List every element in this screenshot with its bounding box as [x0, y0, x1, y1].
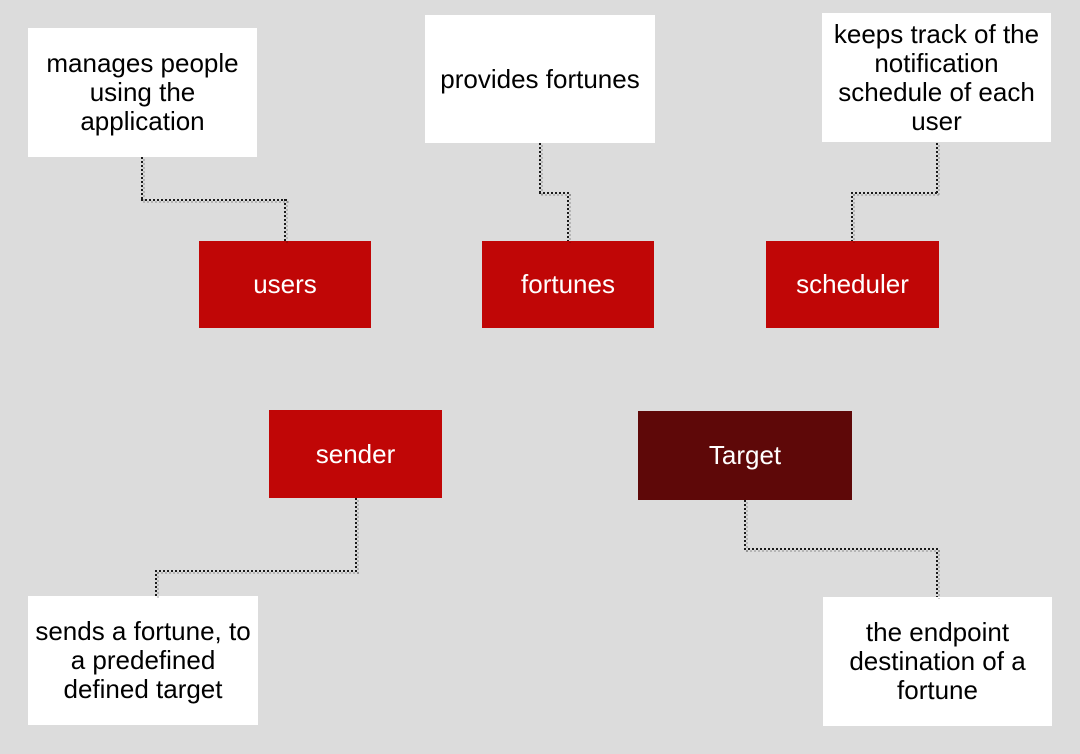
connector-users-segment: [141, 157, 145, 203]
connector-fortunes-segment: [539, 143, 543, 196]
connector-target-segment: [744, 548, 941, 552]
connector-target-segment: [936, 548, 940, 599]
connector-fortunes-segment: [539, 192, 572, 196]
connector-scheduler-segment: [851, 192, 940, 196]
module-fortunes: fortunes: [482, 241, 654, 328]
connector-scheduler-segment: [936, 143, 940, 196]
connector-target-segment: [744, 500, 748, 552]
connector-fortunes-segment: [567, 192, 571, 243]
connector-sender-segment: [155, 570, 359, 574]
connector-sender-segment: [155, 570, 159, 598]
module-sender: sender: [269, 410, 442, 498]
connector-users-segment: [141, 199, 289, 203]
annotation-sender: sends a fortune, to a predefined defined…: [28, 596, 258, 725]
module-users: users: [199, 241, 371, 328]
annotation-scheduler: keeps track of the notification schedule…: [822, 13, 1051, 142]
connector-sender-segment: [355, 498, 359, 574]
annotation-target: the endpoint destination of a fortune: [823, 597, 1052, 726]
annotation-fortunes: provides fortunes: [425, 15, 655, 143]
connector-scheduler-segment: [851, 192, 855, 243]
connector-users-segment: [284, 199, 288, 243]
module-target: Target: [638, 411, 852, 500]
module-scheduler: scheduler: [766, 241, 939, 328]
annotation-users: manages people using the application: [28, 28, 257, 157]
